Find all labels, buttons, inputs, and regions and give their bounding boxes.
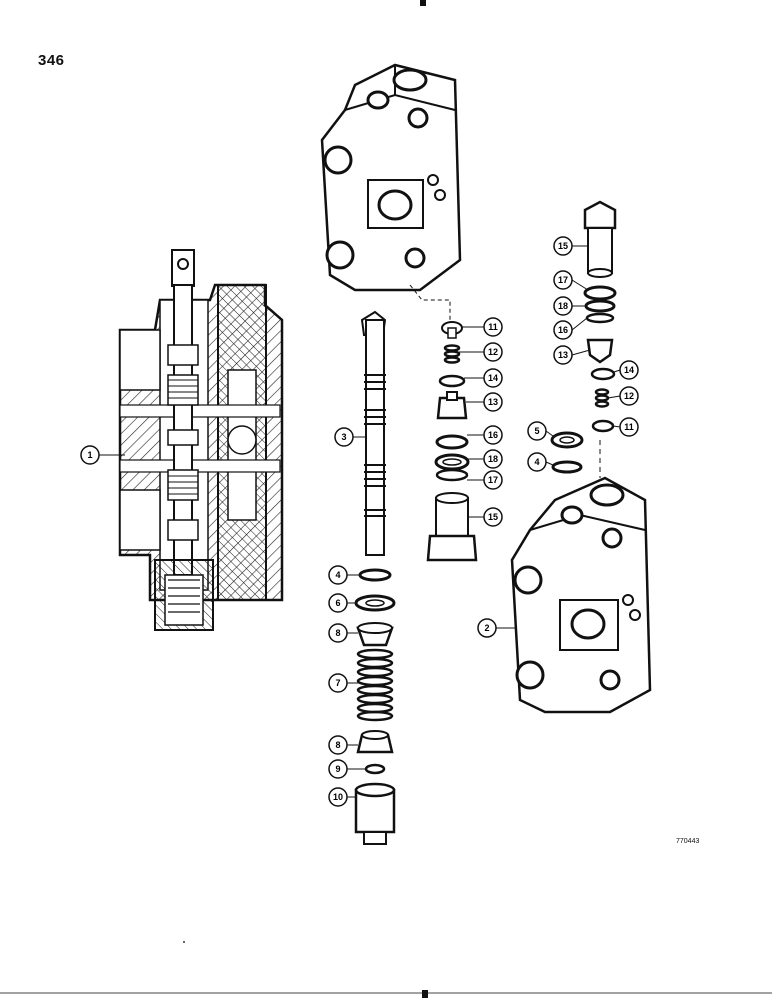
seals-and-spring-stack <box>354 568 396 845</box>
svg-text:16: 16 <box>558 325 568 335</box>
svg-text:15: 15 <box>488 512 498 522</box>
svg-text:18: 18 <box>558 301 568 311</box>
callout-4-left: 4 <box>328 565 348 585</box>
center-relief-parts <box>426 321 478 562</box>
svg-text:3: 3 <box>341 432 346 442</box>
right-relief-parts <box>583 200 617 478</box>
svg-text:1: 1 <box>87 450 92 460</box>
svg-text:11: 11 <box>624 422 634 432</box>
svg-text:15: 15 <box>558 241 568 251</box>
svg-text:12: 12 <box>624 391 634 401</box>
callout-2: 2 <box>477 618 497 638</box>
section-view <box>118 249 284 631</box>
svg-text:18: 18 <box>488 454 498 464</box>
svg-text:13: 13 <box>558 350 568 360</box>
svg-text:8: 8 <box>335 628 340 638</box>
callout-16-right: 16 <box>553 320 573 340</box>
callout-11-right: 11 <box>619 417 639 437</box>
callout-14-right: 14 <box>619 360 639 380</box>
callout-10: 10 <box>328 787 348 807</box>
svg-text:14: 14 <box>624 365 634 375</box>
svg-text:5: 5 <box>534 426 539 436</box>
top-edge-mark <box>420 0 426 6</box>
callout-15-center: 15 <box>483 507 503 527</box>
callout-13-center: 13 <box>483 392 503 412</box>
callout-5: 5 <box>527 421 547 441</box>
callout-8-upper: 8 <box>328 623 348 643</box>
callout-17-center: 17 <box>483 470 503 490</box>
spool-part <box>360 310 387 556</box>
callout-14-center: 14 <box>483 368 503 388</box>
callout-12-right: 12 <box>619 386 639 406</box>
svg-text:9: 9 <box>335 764 340 774</box>
callout-18-center: 18 <box>483 449 503 469</box>
callout-7: 7 <box>328 673 348 693</box>
svg-text:8: 8 <box>335 740 340 750</box>
figure-code: 770443 <box>676 838 700 845</box>
leader-lines <box>99 245 621 798</box>
valve-body-top <box>320 63 462 292</box>
callout-12-center: 12 <box>483 342 503 362</box>
callout-6: 6 <box>328 593 348 613</box>
svg-text:6: 6 <box>335 598 340 608</box>
bottom-edge-mark <box>422 990 428 998</box>
svg-text:2: 2 <box>484 623 489 633</box>
callout-9: 9 <box>328 759 348 779</box>
svg-text:14: 14 <box>488 373 498 383</box>
callout-8-lower: 8 <box>328 735 348 755</box>
callout-17-right: 17 <box>553 270 573 290</box>
svg-text:4: 4 <box>335 570 340 580</box>
svg-text:10: 10 <box>333 792 343 802</box>
page-number: 346 <box>38 52 65 69</box>
svg-text:12: 12 <box>488 347 498 357</box>
valve-body-bottom <box>510 476 652 714</box>
callout-3: 3 <box>334 427 354 447</box>
svg-text:4: 4 <box>534 457 539 467</box>
callout-11-center: 11 <box>483 317 503 337</box>
svg-text:7: 7 <box>335 678 340 688</box>
connector-line <box>409 284 451 320</box>
callout-4-right: 4 <box>527 452 547 472</box>
stray-dot <box>183 941 185 943</box>
callout-13-right: 13 <box>553 345 573 365</box>
callouts: 1 2 3 4 6 8 7 8 9 10 11 12 14 13 16 18 1… <box>80 236 639 807</box>
callout-18-right: 18 <box>553 296 573 316</box>
svg-text:16: 16 <box>488 430 498 440</box>
svg-text:17: 17 <box>488 475 498 485</box>
washers-5-4 <box>550 431 584 474</box>
svg-text:11: 11 <box>488 322 498 332</box>
callout-1: 1 <box>80 445 100 465</box>
svg-text:17: 17 <box>558 275 568 285</box>
callout-16-center: 16 <box>483 425 503 445</box>
svg-text:13: 13 <box>488 397 498 407</box>
callout-15-right: 15 <box>553 236 573 256</box>
